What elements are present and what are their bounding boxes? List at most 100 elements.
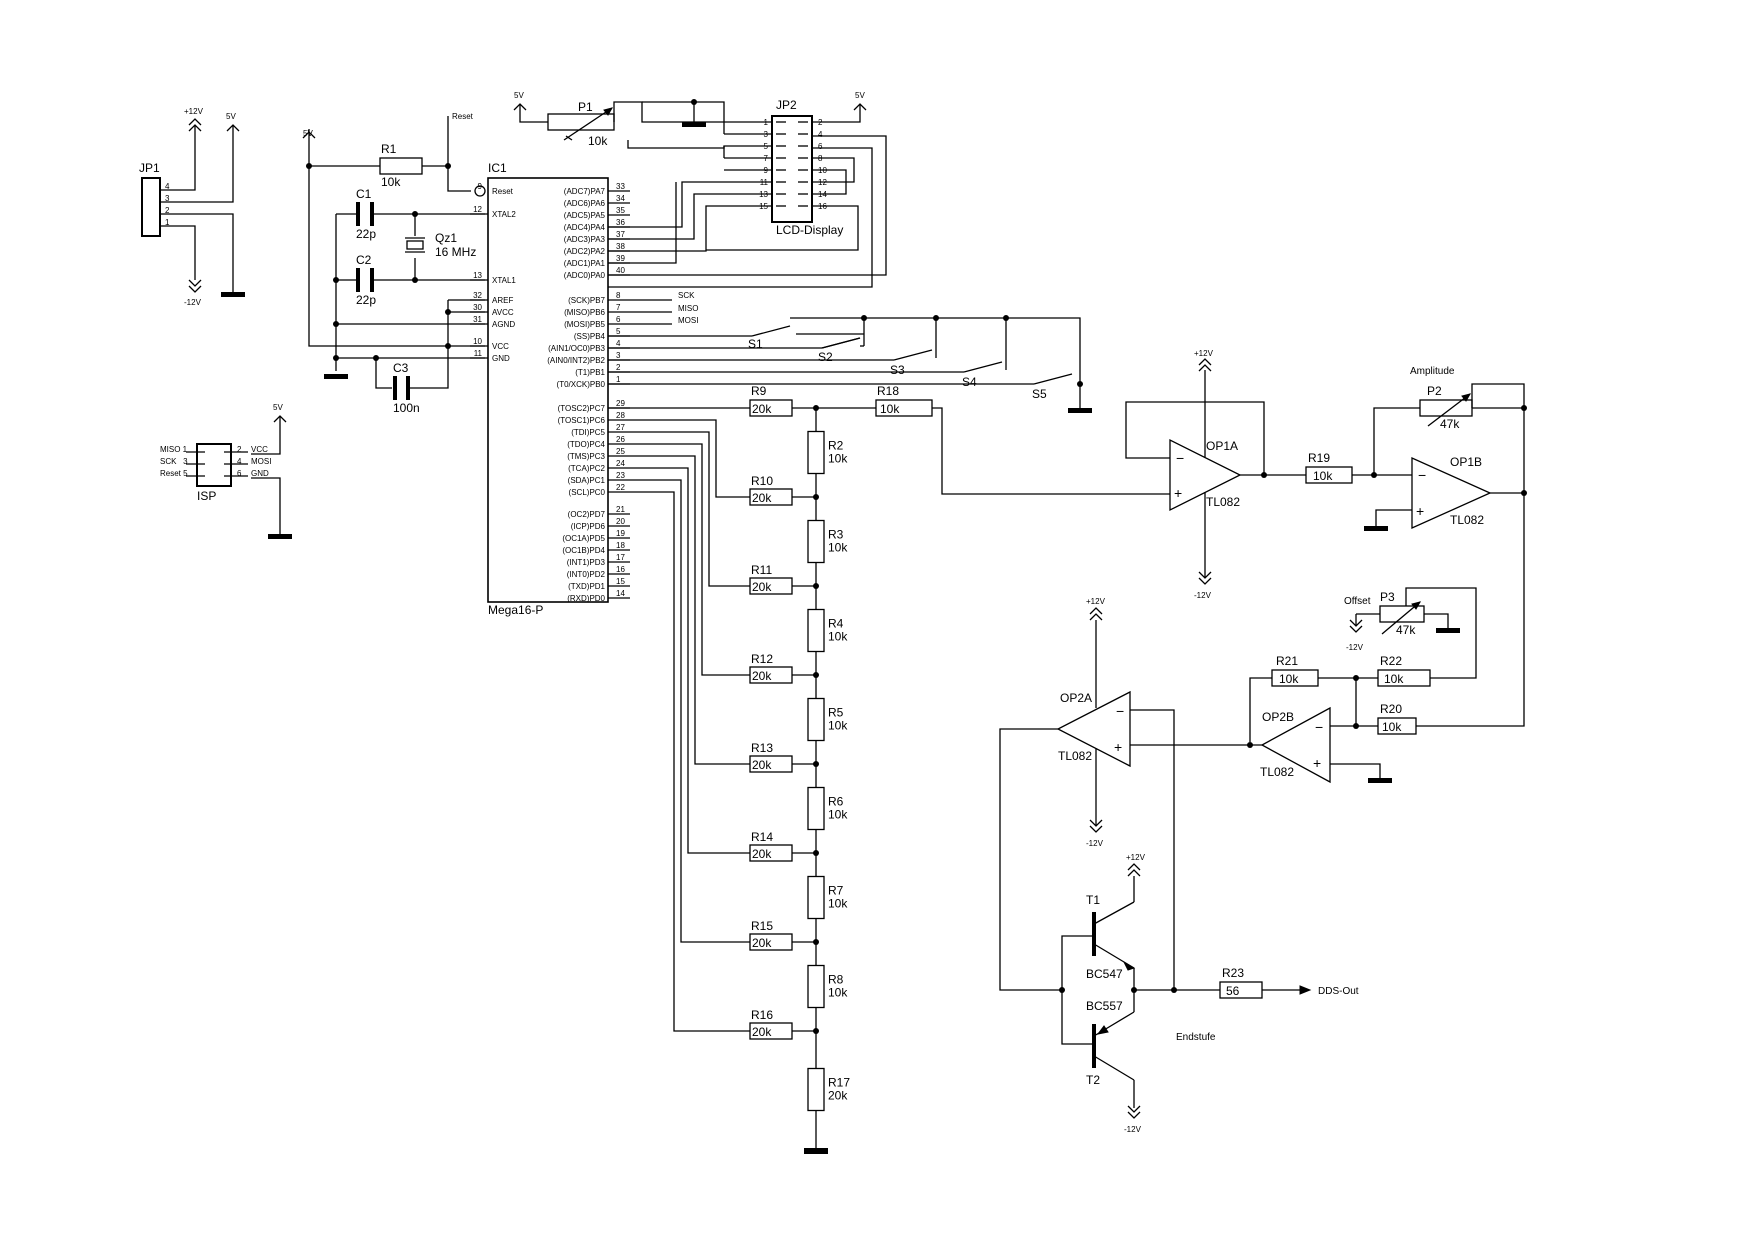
ladder-leg-value: 20k [752,1025,772,1039]
ladder-leg-value: 20k [752,758,772,772]
s4-label: S4 [962,375,977,389]
mcu-pin-name: AVCC [492,308,514,317]
mcu-pin-name: (SCL)PC0 [569,488,606,497]
mcu-pin-number: 15 [616,577,625,586]
t2-m12: -12V [1124,1125,1142,1134]
mcu-pin-number: 19 [616,529,625,538]
mcu-pin-number: 17 [616,553,625,562]
mcu-pin-name: XTAL2 [492,210,516,219]
ladder-leg-ref: R12 [751,652,773,666]
jp1-connector: JP1 4 3 2 1 +12V 5V -12V [139,107,245,307]
op1a-type: TL082 [1206,495,1240,509]
t1-p12: +12V [1126,853,1146,862]
mcu-pin-name: (OC1A)PD5 [562,534,605,543]
mcu-pin-number: 2 [616,363,621,372]
p1-ref: P1 [578,100,593,114]
dds-out-label: DDS-Out [1318,986,1359,997]
mcu-pin-name: (AIN0/INT2)PB2 [547,356,605,365]
mcu-pin-name: (ADC6)PA6 [564,199,606,208]
p3-m12: -12V [1346,643,1364,652]
r23-ref: R23 [1222,966,1244,980]
ladder-resistor-value: 10k [828,452,848,466]
p1-5v: 5V [514,91,524,100]
r9-ref: R9 [751,384,767,398]
s3-label: S3 [890,363,905,377]
isp-ref: ISP [197,489,216,503]
mcu-pin-number: 5 [616,327,621,336]
c3-val: 100n [393,401,420,415]
mcu-pin-number: 1 [616,375,621,384]
mcu-pin-number: 26 [616,435,625,444]
mcu-pin-number: 29 [616,399,625,408]
isp-reset-pin: Reset 5 [160,469,188,478]
p3-val: 47k [1396,623,1416,637]
lcd-pin-even: 6 [818,142,823,151]
ladder-leg-ref: R15 [751,919,773,933]
c1-val: 22p [356,227,376,241]
mcu-pin-number: 14 [616,589,625,598]
mcu-pin-name: (ADC4)PA4 [564,223,606,232]
mcu-pin-number: 38 [616,242,625,251]
ladder-resistor-ref: R6 [828,795,844,809]
r22-ref: R22 [1380,654,1402,668]
ladder-resistor-ref: R5 [828,706,844,720]
mcu-pin-name: Reset [492,187,514,196]
mcu-pin-number: 35 [616,206,625,215]
s2-label: S2 [818,350,833,364]
offset-label: Offset [1344,596,1371,607]
mcu-pin-name: (SS)PB4 [574,332,606,341]
isp-pin2: 2 [237,445,242,454]
mcu-pin-number: 39 [616,254,625,263]
mcu-pin-number: 10 [473,337,482,346]
ladder-leg-value: 20k [752,847,772,861]
op2b-type: TL082 [1260,765,1294,779]
ladder-resistor-value: 10k [828,719,848,733]
r22-val: 10k [1384,672,1404,686]
mcu-pin-name: (TXD)PD1 [568,582,605,591]
mcu-pin-number: 25 [616,447,625,456]
r9-val: 20k [752,402,772,416]
mcu-pin-name: (OC2)PD7 [568,510,606,519]
mcu-pin-number: 40 [616,266,625,275]
mcu-pin-name: (ADC1)PA1 [564,259,606,268]
mcu-pin-name: (SCK)PB7 [568,296,605,305]
mcu-pin-number: 6 [616,315,621,324]
reset-circuit: 5V R1 10k Reset [302,112,486,197]
mcu-pin-number: 27 [616,423,625,432]
r2r-ladder: R9 20k R210kR310kR410kR510kR610kR710kR81… [608,384,876,1154]
mcu-pin-name: VCC [492,342,509,351]
isp-miso-pin: MISO 1 [160,445,188,454]
mcu-pin-name: (TDI)PC5 [571,428,605,437]
ic1-part: Mega16-P [488,603,543,617]
p2-ref: P2 [1427,384,1442,398]
ladder-leg-ref: R10 [751,474,773,488]
lcd-5v: 5V [855,91,865,100]
mcu-pin-number: 37 [616,230,625,239]
r19-val: 10k [1313,469,1333,483]
ladder-resistor-ref: R17 [828,1076,850,1090]
spi-mosi: MOSI [678,316,698,325]
s1-label: S1 [748,337,763,351]
spi-sck: SCK [678,291,695,300]
mcu-pin-name: XTAL1 [492,276,516,285]
crystal-circuit: C1 22p C2 22p Qz1 16 MHz [333,187,485,371]
mcu-pin-name: (MOSI)PB5 [564,320,605,329]
s5-label: S5 [1032,387,1047,401]
mcu-pin-name: AREF [492,296,513,305]
jp1-pin1: 1 [165,218,170,227]
mcu-pin-number: 30 [473,303,482,312]
r23-val: 56 [1226,984,1240,998]
isp-pin4: 4 [237,457,242,466]
t2-type: BC557 [1086,999,1123,1013]
svg-text:−: − [1418,467,1426,483]
mcu-pin-name: (AIN1/OC0)PB3 [548,344,605,353]
op2a-p12: +12V [1086,597,1106,606]
ladder-resistor-ref: R7 [828,884,844,898]
op1b-ref: OP1B [1450,455,1482,469]
lcd-connector: JP2 LCD-Display 13579111315246810121416 … [513,91,867,237]
mcu-pin-number: 24 [616,459,625,468]
t1-ref: T1 [1086,893,1100,907]
svg-text:+: + [1114,739,1122,755]
c3-capacitor: C3 100n [375,358,426,415]
